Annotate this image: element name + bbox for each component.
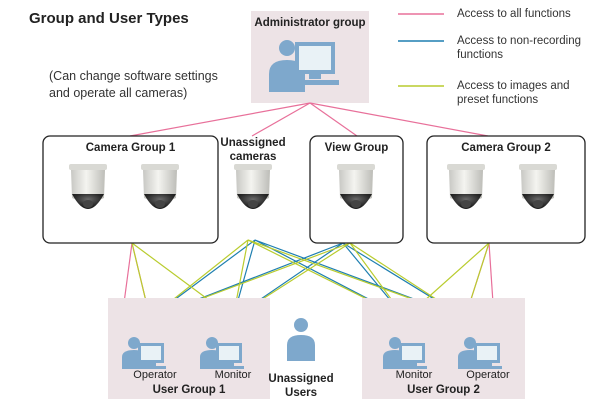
view-group-label: View Group [324,142,389,154]
unassigned-cameras-label: Unassigned cameras [218,136,288,164]
user-group-1-label: User Group 1 [152,384,226,396]
page-title: Group and User Types [29,10,189,27]
unassigned-users-label: Unassigned Users [268,372,334,400]
admin-note-line2: and operate all cameras) [49,86,188,100]
ug1-operator-label: Operator [133,369,177,381]
legend-images-preset-line2: preset functions [457,94,539,106]
legend-images-preset-line1: Access to images and [457,80,570,92]
legend-non-recording: Access to non-recording functions [457,34,597,62]
admin-note-line1: (Can change software settings [49,69,218,83]
admin-note: (Can change software settings and operat… [49,68,279,102]
ug1-monitor-label: Monitor [214,369,252,381]
camera-group-2-label: Camera Group 2 [461,142,551,154]
unassigned-cameras-line2: cameras [229,151,277,163]
user-group-2-label: User Group 2 [407,384,480,396]
unassigned-users-line1: Unassigned [268,373,334,385]
unassigned-cameras-line1: Unassigned [220,137,286,149]
legend-non-recording-line1: Access to non-recording [457,35,582,47]
camera-group-1-label: Camera Group 1 [85,142,176,154]
legend-images-preset: Access to images and preset functions [457,79,597,107]
ug2-operator-label: Operator [466,369,510,381]
admin-group-label: Administrator group [254,17,366,29]
camera-group-2-box [426,135,586,244]
legend-all-functions: Access to all functions [457,8,571,20]
camera-group-1-box [42,135,219,244]
legend-non-recording-line2: functions [457,49,504,61]
unassigned-users-line2: Users [285,387,317,399]
ug2-monitor-label: Monitor [395,369,433,381]
